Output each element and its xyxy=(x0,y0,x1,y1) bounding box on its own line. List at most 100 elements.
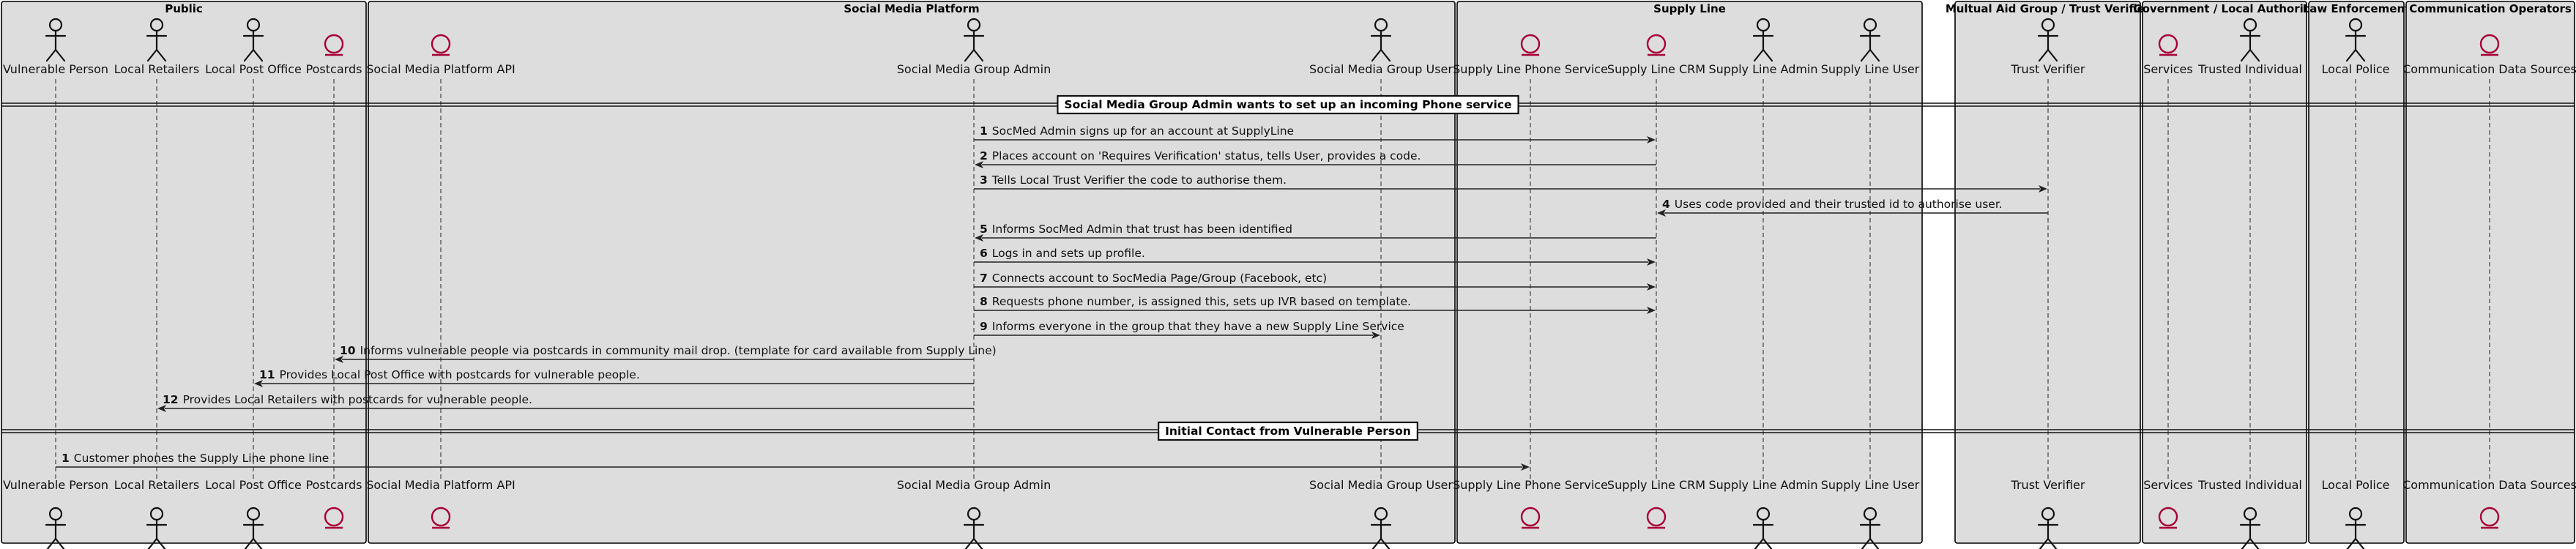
participant-label: Vulnerable Person xyxy=(3,62,108,76)
entity-icon xyxy=(1520,34,1541,56)
message-number: 3 xyxy=(980,173,988,187)
participant-label: Communication Data Sources xyxy=(2402,478,2576,492)
entity-icon xyxy=(2479,507,2500,529)
actor-icon xyxy=(45,18,67,62)
participant-label: Local Police xyxy=(2322,62,2390,76)
message-label: Logs in and sets up profile. xyxy=(992,247,1145,260)
box-title-law: Law Enforcement xyxy=(2303,2,2411,15)
participant-smga-bottom: Social Media Group Admin xyxy=(897,478,1051,549)
participant-police-bottom: Local Police xyxy=(2322,478,2389,549)
actor-icon xyxy=(242,507,264,549)
participant-slu-bottom: Supply Line User xyxy=(1821,478,1920,549)
message-text: 4 Uses code provided and their trusted id… xyxy=(1662,198,2003,211)
actor-icon xyxy=(2037,507,2059,549)
participant-pc-top: Postcards xyxy=(306,34,362,76)
entity-icon xyxy=(431,507,451,529)
participant-label: Communication Data Sources xyxy=(2402,62,2576,76)
participant-label: Vulnerable Person xyxy=(3,478,108,492)
actor-icon xyxy=(963,18,985,62)
box-supply xyxy=(1456,1,1923,544)
box-title-social: Social Media Platform xyxy=(844,2,979,15)
actor-icon xyxy=(1370,18,1392,62)
participant-vp-top: Vulnerable Person xyxy=(3,18,108,76)
participant-lpo-bottom: Local Post Office xyxy=(205,478,302,549)
participant-ti-top: Trusted Individual xyxy=(2197,18,2302,76)
actor-icon xyxy=(2239,18,2261,62)
message-number: 7 xyxy=(980,272,988,285)
box-social xyxy=(368,1,1456,544)
arrowhead xyxy=(1371,332,1380,339)
arrowhead xyxy=(157,405,166,412)
actor-icon xyxy=(2239,507,2261,549)
box-title-comms: Communication Operators xyxy=(2409,2,2572,15)
message-number: 9 xyxy=(980,320,988,333)
participant-tv-top: Trust Verifier xyxy=(2011,18,2085,76)
participant-lr-top: Local Retailers xyxy=(114,18,200,76)
divider-d1: Social Media Group Admin wants to set up… xyxy=(1,94,2575,115)
participant-label: Supply Line User xyxy=(1821,62,1920,76)
participant-label: Services xyxy=(2143,478,2192,492)
participant-pc-bottom: Postcards xyxy=(306,478,362,529)
participant-tv-bottom: Trust Verifier xyxy=(2011,478,2085,549)
arrowhead xyxy=(1647,136,1656,143)
message-label: Uses code provided and their trusted id … xyxy=(1675,198,2003,211)
participant-label: Social Media Platform API xyxy=(366,62,515,76)
message-number: 6 xyxy=(980,247,988,260)
participant-label: Local Post Office xyxy=(205,62,302,76)
arrowhead xyxy=(1647,258,1656,266)
participant-sla-bottom: Supply Line Admin xyxy=(1708,478,1818,549)
participant-label: Trusted Individual xyxy=(2197,478,2302,492)
message-number: 4 xyxy=(1662,198,1670,211)
entity-icon xyxy=(2479,34,2500,56)
message-label: Tells Local Trust Verifier the code to a… xyxy=(991,173,1287,187)
arrowhead xyxy=(975,234,983,242)
arrowhead xyxy=(1647,283,1656,291)
arrowhead xyxy=(254,380,263,387)
message-number: 10 xyxy=(340,344,356,357)
participant-label: Services xyxy=(2143,62,2192,76)
message-number: 2 xyxy=(980,149,988,163)
actor-icon xyxy=(146,18,168,62)
participant-smgu-bottom: Social Media Group User xyxy=(1309,478,1453,549)
participant-label: Supply Line CRM xyxy=(1607,62,1705,76)
message-number: 1 xyxy=(980,124,988,138)
participant-label: Supply Line Phone Service xyxy=(1453,62,1608,76)
participant-smga-top: Social Media Group Admin xyxy=(897,18,1051,76)
message-label: Informs SocMed Admin that trust has been… xyxy=(992,223,1292,236)
participant-smapi-bottom: Social Media Platform API xyxy=(366,478,515,529)
arrowhead xyxy=(1521,463,1530,471)
participant-label: Supply Line User xyxy=(1821,478,1920,492)
divider-label: Social Media Group Admin wants to set up… xyxy=(1064,98,1511,111)
participant-label: Postcards xyxy=(306,478,362,492)
participant-smapi-top: Social Media Platform API xyxy=(366,34,515,76)
participant-label: Social Media Group User xyxy=(1309,478,1453,492)
arrowhead xyxy=(975,161,983,168)
actor-icon xyxy=(2037,18,2059,62)
participant-label: Supply Line CRM xyxy=(1607,478,1705,492)
box-title-supply: Supply Line xyxy=(1653,2,1726,15)
actor-icon xyxy=(242,18,264,62)
participant-label: Local Retailers xyxy=(114,62,200,76)
participant-label: Postcards xyxy=(306,62,362,76)
arrowhead xyxy=(2039,185,2047,193)
participant-slps-bottom: Supply Line Phone Service xyxy=(1453,478,1608,529)
participant-label: Social Media Group Admin xyxy=(897,478,1051,492)
message-label: Provides Local Post Office with postcard… xyxy=(280,368,640,381)
participant-ti-bottom: Trusted Individual xyxy=(2197,478,2302,549)
